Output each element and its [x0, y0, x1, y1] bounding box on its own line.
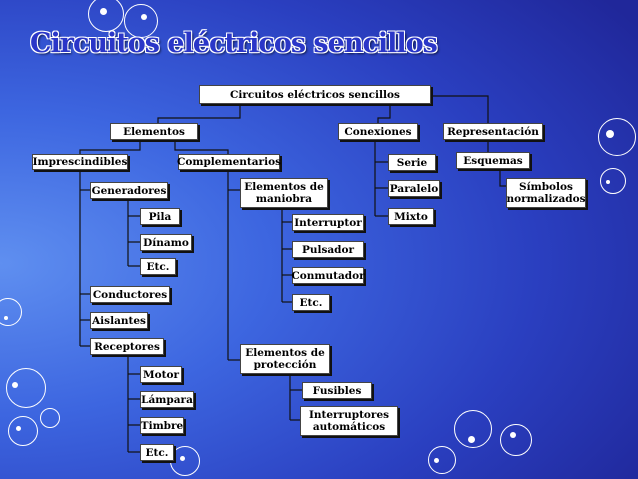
- mixto-node: Mixto: [388, 208, 434, 225]
- timbre-node: Timbre: [140, 417, 184, 434]
- motor-node: Motor: [140, 366, 182, 383]
- interruptores-automaticos-node: Interruptores automáticos: [300, 406, 398, 436]
- dot-decoration: [4, 316, 8, 320]
- simbolos-node: Símbolos normalizados: [506, 178, 586, 208]
- imprescindibles-node: Imprescindibles: [32, 154, 128, 170]
- slide-title: Circuitos eléctricos sencillos: [30, 28, 438, 59]
- dinamo-node: Dínamo: [140, 234, 192, 251]
- etc-receptores-node: Etc.: [140, 444, 174, 461]
- bubble-decoration: [428, 446, 456, 474]
- dot-decoration: [434, 458, 439, 463]
- receptores-node: Receptores: [90, 338, 164, 355]
- paralelo-node: Paralelo: [388, 180, 440, 197]
- dot-decoration: [16, 426, 21, 431]
- lampara-node: Lámpara: [140, 391, 194, 408]
- bubble-decoration: [454, 410, 492, 448]
- pila-node: Pila: [140, 208, 180, 225]
- bubble-decoration: [600, 168, 626, 194]
- dot-decoration: [606, 180, 610, 184]
- proteccion-node: Elementos de protección: [240, 344, 330, 374]
- bubble-decoration: [40, 408, 60, 428]
- aislantes-node: Aislantes: [90, 312, 148, 329]
- bubble-decoration: [124, 4, 158, 38]
- esquemas-node: Esquemas: [456, 152, 530, 169]
- bubble-decoration: [0, 298, 22, 326]
- interruptor-node: Interruptor: [292, 214, 364, 231]
- bubble-decoration: [500, 424, 532, 456]
- elementos-node: Elementos: [110, 123, 198, 140]
- dot-decoration: [606, 130, 614, 138]
- serie-node: Serie: [388, 154, 436, 171]
- bubble-decoration: [6, 368, 46, 408]
- etc-generadores-node: Etc.: [140, 258, 176, 275]
- bubble-decoration: [88, 0, 124, 32]
- dot-decoration: [180, 456, 185, 461]
- complementarios-node: Complementarios: [177, 154, 281, 170]
- maniobra-node: Elementos de maniobra: [240, 178, 328, 208]
- root-node: Circuitos eléctricos sencillos: [199, 85, 431, 104]
- etc-maniobra-node: Etc.: [292, 294, 330, 311]
- dot-decoration: [12, 382, 18, 388]
- dot-decoration: [468, 436, 475, 443]
- conexiones-node: Conexiones: [338, 123, 418, 140]
- representacion-node: Representación: [443, 123, 543, 140]
- bubble-decoration: [598, 118, 636, 156]
- generadores-node: Generadores: [90, 182, 168, 199]
- fusibles-node: Fusibles: [302, 382, 372, 399]
- bubble-decoration: [170, 446, 200, 476]
- bubble-decoration: [8, 416, 38, 446]
- conductores-node: Conductores: [90, 286, 170, 303]
- conmutador-node: Conmutador: [291, 267, 365, 284]
- pulsador-node: Pulsador: [292, 241, 364, 258]
- dot-decoration: [100, 8, 107, 15]
- dot-decoration: [141, 14, 147, 20]
- dot-decoration: [510, 432, 516, 438]
